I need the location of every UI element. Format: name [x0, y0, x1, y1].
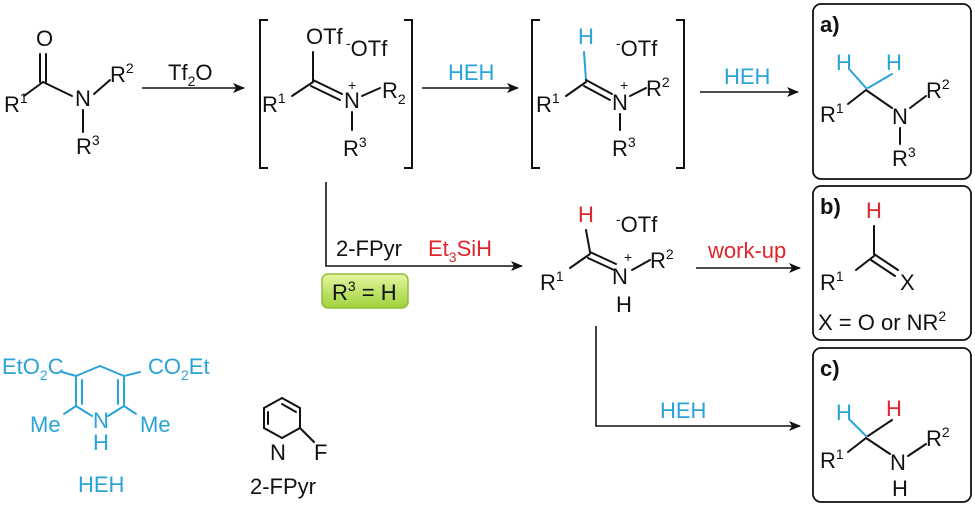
int2-r1: R1	[536, 90, 560, 117]
prod-a-h1: H	[836, 50, 852, 75]
bracket-2-left	[531, 19, 540, 169]
prod-c-nitrogen: N	[890, 450, 906, 475]
heh-me-right: Me	[140, 412, 171, 437]
int3-r1: R1	[540, 268, 564, 295]
int2-counterion: -OTf	[616, 35, 658, 61]
hantzsch-ester-structure: EtO2C CO2Et Me Me N H HEH	[2, 354, 210, 497]
int2-r2: R2	[646, 74, 670, 101]
starting-amide: O R1 N R2 R3	[4, 26, 134, 159]
label-tf2o: Tf2O	[168, 60, 212, 89]
amide-nitrogen: N	[75, 86, 91, 111]
prod-a-r2: R2	[926, 76, 950, 103]
int1-plus: +	[348, 77, 356, 93]
int3-hydride-h: H	[578, 202, 594, 227]
panel-b-label: b)	[820, 194, 841, 219]
fluoropyridine-structure: N F 2-FPyr	[250, 396, 327, 499]
prod-c-nh-h: H	[892, 476, 908, 501]
label-et3sih: Et3SiH	[428, 236, 492, 265]
fpyr-name: 2-FPyr	[250, 474, 316, 499]
heh-nitrogen: N	[93, 408, 109, 433]
prod-a-nitrogen: N	[892, 104, 908, 129]
prod-b-h: H	[866, 198, 882, 223]
arrow-heh-3	[595, 326, 801, 431]
int3-plus: +	[624, 249, 632, 265]
prod-a-r3: R3	[892, 144, 916, 171]
heh-me-left: Me	[30, 412, 61, 437]
prod-c-h2: H	[886, 396, 902, 421]
label-heh-2: HEH	[724, 64, 770, 89]
fpyr-fluorine: F	[314, 440, 327, 465]
amide-r1: R1	[4, 90, 28, 117]
pyridine-ring	[263, 396, 301, 440]
int2-nitrogen: N	[612, 90, 628, 115]
panel-a-label: a)	[820, 12, 840, 37]
int3-nh-h: H	[616, 292, 632, 317]
panel-c	[812, 347, 972, 503]
panel-a	[812, 3, 972, 180]
int3-r2: R2	[650, 246, 674, 273]
intermediate-iminium: H -OTf R1 N + R2 R3	[536, 24, 670, 161]
bracket-1-left	[259, 19, 268, 169]
amide-r3: R3	[76, 132, 100, 159]
amide-r2: R2	[110, 60, 134, 87]
heh-co2et: CO2Et	[148, 354, 210, 383]
label-heh-1: HEH	[448, 60, 494, 85]
prod-b-r1: R1	[820, 268, 844, 295]
int1-r1: R1	[262, 90, 286, 117]
amide-oxygen: O	[36, 26, 53, 51]
int1-r3: R3	[343, 134, 367, 161]
prod-b-x: X	[900, 270, 915, 295]
int2-plus: +	[620, 77, 628, 93]
prod-c-r1: R1	[820, 446, 844, 473]
condition-badge-text: R3 = H	[332, 278, 397, 305]
label-2-fpyr: 2-FPyr	[336, 236, 402, 261]
int2-r3: R3	[612, 134, 636, 161]
int1-nitrogen: N	[344, 88, 360, 113]
product-secondary-amine: H H R1 N R2 H	[820, 396, 950, 501]
heh-name: HEH	[78, 472, 124, 497]
int3-counterion: -OTf	[616, 211, 658, 237]
intermediate-secondary-iminium: H -OTf R1 N + R2 H	[540, 202, 674, 317]
bracket-2-right	[676, 19, 685, 169]
heh-eto2c: EtO2C	[2, 354, 64, 383]
prod-c-r2: R2	[926, 424, 950, 451]
condition-badge	[321, 273, 409, 309]
intermediate-iminium-otf: OTf -OTf R1 N + R2 R3	[262, 24, 406, 161]
bracket-1-right	[404, 19, 413, 169]
arrow-secondary-branch	[325, 182, 523, 271]
product-tertiary-amine: H H R1 N R2 R3	[820, 50, 950, 171]
int3-nitrogen: N	[612, 264, 628, 289]
int1-counterion: -OTf	[346, 35, 388, 61]
fpyr-nitrogen: N	[270, 440, 286, 465]
label-heh-3: HEH	[660, 398, 706, 423]
panel-b	[812, 185, 972, 341]
heh-nh-h: H	[93, 430, 109, 455]
panel-c-label: c)	[820, 356, 840, 381]
int1-otf: OTf	[306, 24, 344, 49]
prod-c-h1: H	[836, 400, 852, 425]
int2-hydride-h: H	[578, 24, 594, 49]
prod-a-h2: H	[886, 50, 902, 75]
int1-r2: R2	[382, 78, 406, 107]
label-workup: work-up	[707, 238, 786, 263]
prod-a-r1: R1	[820, 100, 844, 127]
panel-b-note: X = O or NR2	[818, 308, 946, 335]
